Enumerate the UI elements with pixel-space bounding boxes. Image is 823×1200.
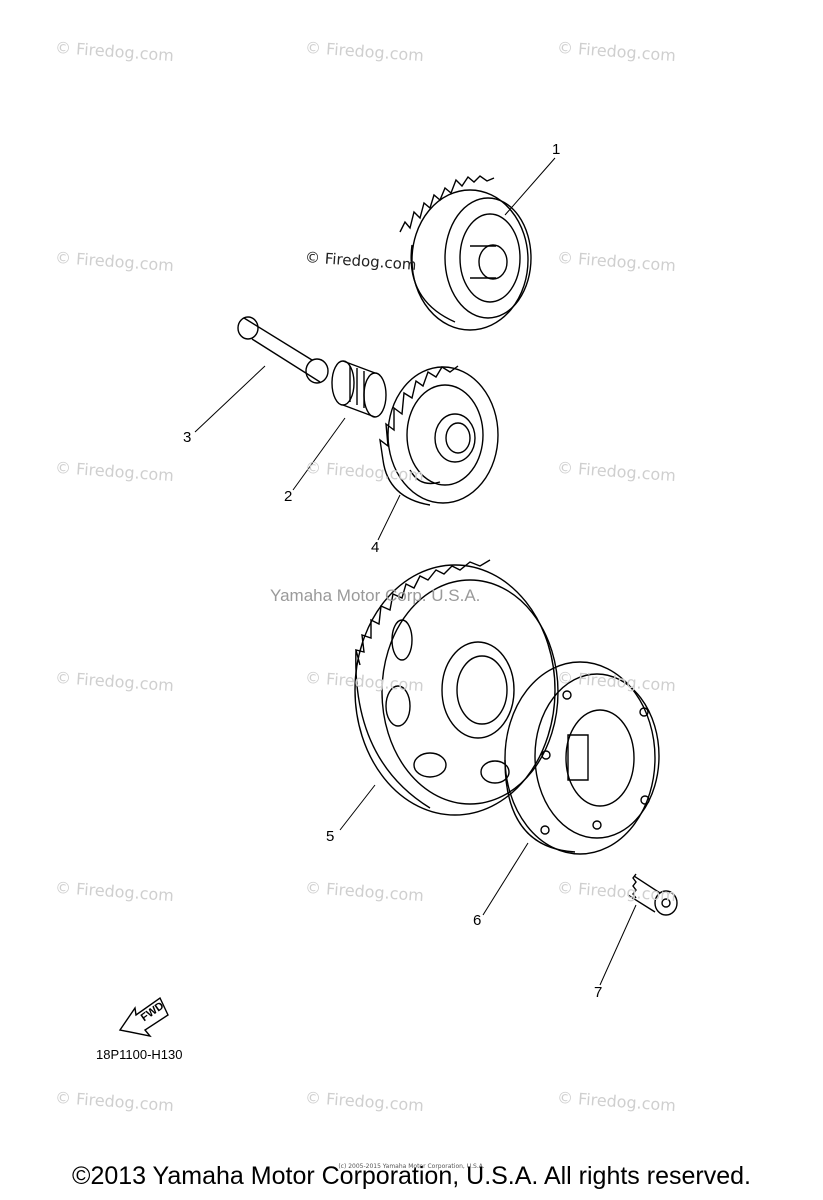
callout-5: 5 xyxy=(326,828,335,845)
part-6-one-way-clutch xyxy=(504,661,660,855)
center-watermark: Yamaha Motor Corp. U.S.A. xyxy=(270,586,481,605)
leader-lines xyxy=(194,157,637,986)
part-4-gear xyxy=(379,365,499,506)
copyright-notice: ©2013 Yamaha Motor Corporation, U.S.A. A… xyxy=(72,1162,751,1190)
callout-7: 7 xyxy=(594,984,603,1001)
callout-2: 2 xyxy=(284,488,293,505)
callout-3: 3 xyxy=(183,429,192,446)
fine-print: (c) 2005-2015 Yamaha Motor Corporation, … xyxy=(338,1163,485,1170)
fwd-arrow-icon xyxy=(118,996,169,1038)
callout-1: 1 xyxy=(552,141,561,158)
callout-6: 6 xyxy=(473,912,482,929)
part-1-idle-gear xyxy=(399,175,532,331)
callout-4: 4 xyxy=(371,539,380,556)
part-2-needle-bearing xyxy=(331,360,387,418)
part-7-bolt xyxy=(627,873,678,916)
part-3-shaft xyxy=(237,316,329,384)
diagram-code: 18P1100-H130 xyxy=(96,1047,183,1062)
part-5-starter-wheel-gear xyxy=(354,559,559,816)
